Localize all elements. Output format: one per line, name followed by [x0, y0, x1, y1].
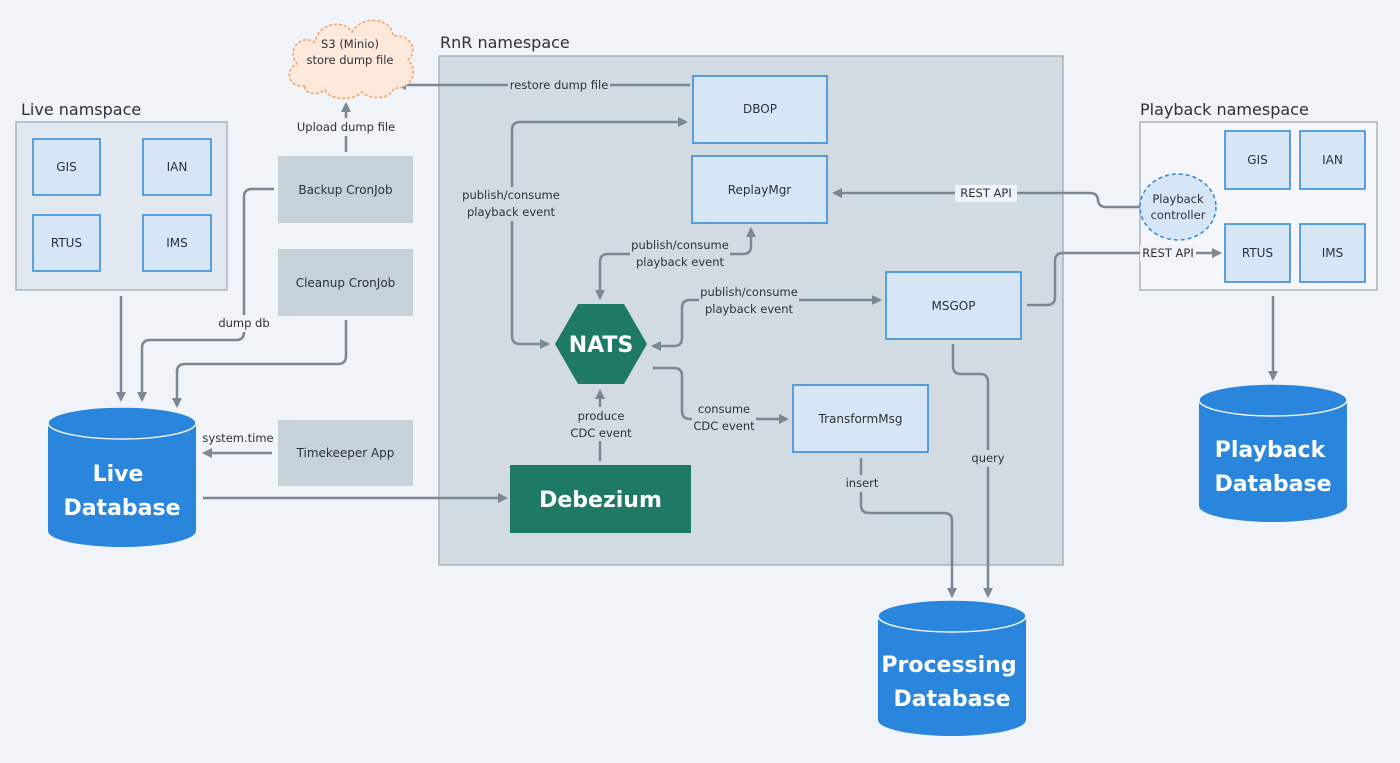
edge-msgop-to-processing-db	[951, 344, 993, 598]
label-upload-dump: Upload dump file	[297, 120, 395, 134]
transformmsg-box: TransformMsg	[792, 384, 929, 453]
live-database: Live Database	[47, 406, 197, 547]
s3-label-line2: store dump file	[306, 53, 393, 67]
svg-text:Backup CronJob: Backup CronJob	[298, 183, 392, 197]
svg-text:ReplayMgr: ReplayMgr	[728, 183, 792, 197]
edge-nats-msgop	[651, 295, 882, 351]
label-publish-consume-2b: playback event	[636, 255, 725, 269]
edge-cleanup-to-live-db	[172, 320, 348, 408]
edge-msgop-to-rtus	[1027, 248, 1222, 307]
processing-db-label-line1: Processing	[881, 653, 1016, 678]
svg-text:NATS: NATS	[569, 333, 634, 358]
label-restore-dump: restore dump file	[510, 78, 609, 92]
playback-controller-line2: controller	[1151, 208, 1206, 222]
svg-text:Timekeeper App: Timekeeper App	[296, 446, 395, 460]
label-consume-cdc-a: consume	[698, 402, 750, 416]
cloud-icon	[288, 19, 414, 100]
edge-controller-to-replaymgr	[832, 188, 1140, 209]
label-publish-consume-3a: publish/consume	[700, 285, 798, 299]
playback-database: Playback Database	[1198, 383, 1348, 522]
label-rest-api-2: REST API	[1142, 246, 1193, 260]
label-query: query	[971, 451, 1004, 465]
playback-controller: Playback controller	[1139, 173, 1217, 241]
label-insert: insert	[846, 476, 879, 490]
playback-ims-label: IMS	[1322, 246, 1344, 260]
s3-label-line1: S3 (Minio)	[321, 37, 379, 51]
label-produce-cdc-b: CDC event	[570, 426, 632, 440]
processing-db-label-line2: Database	[893, 687, 1010, 712]
label-publish-consume-3b: playback event	[705, 302, 794, 316]
edge-nats-transformmsg	[653, 366, 789, 424]
live-ims-label: IMS	[166, 236, 188, 250]
timekeeper-app: Timekeeper App	[278, 420, 413, 486]
playback-namespace-title: Playback namespace	[1140, 100, 1309, 119]
label-dump-db: dump db	[218, 316, 269, 330]
label-publish-consume-2a: publish/consume	[631, 238, 729, 252]
nats-hexagon: NATS	[555, 304, 647, 384]
playback-controller-line1: Playback	[1152, 192, 1204, 206]
label-rest-api-1: REST API	[960, 186, 1011, 200]
label-consume-cdc-b: CDC event	[693, 419, 755, 433]
svg-text:MSGOP: MSGOP	[932, 299, 976, 313]
svg-text:TransformMsg: TransformMsg	[818, 412, 903, 426]
live-gis-label: GIS	[56, 160, 76, 174]
playback-gis-label: GIS	[1247, 153, 1267, 167]
label-produce-cdc-a: produce	[578, 409, 625, 423]
processing-database: Processing Database	[877, 599, 1027, 736]
cleanup-cronjob: Cleanup CronJob	[278, 249, 413, 316]
rnr-namespace-title: RnR namespace	[440, 33, 570, 52]
label-system-time: system.time	[202, 431, 273, 445]
live-ian-label: IAN	[167, 160, 188, 174]
edge-transformmsg-to-processing-db	[859, 458, 957, 598]
backup-cronjob: Backup CronJob	[278, 156, 413, 223]
live-services: GIS IAN RTUS IMS	[32, 138, 212, 272]
playback-services: GIS IAN RTUS IMS	[1224, 130, 1366, 283]
replaymgr-box: ReplayMgr	[691, 155, 828, 224]
playback-rtus-label: RTUS	[1242, 246, 1273, 260]
debezium-box: Debezium	[510, 465, 691, 533]
svg-text:DBOP: DBOP	[743, 102, 777, 116]
playback-db-label-line2: Database	[1214, 472, 1331, 497]
label-publish-consume-1b: playback event	[467, 205, 556, 219]
edge-backup-to-live-db	[137, 187, 274, 402]
live-namespace-title: Live namspace	[21, 100, 141, 119]
svg-text:Cleanup CronJob: Cleanup CronJob	[296, 276, 396, 290]
live-db-label-line2: Database	[63, 496, 180, 521]
dbop-box: DBOP	[692, 75, 828, 144]
svg-text:Debezium: Debezium	[539, 488, 662, 513]
label-publish-consume-1a: publish/consume	[462, 188, 560, 202]
playback-db-label-line1: Playback	[1215, 438, 1327, 463]
edge-labels: Upload dump file restore dump file dump …	[202, 77, 1196, 492]
playback-ian-label: IAN	[1322, 153, 1343, 167]
edge-nats-dbop	[510, 117, 688, 349]
s3-cloud: S3 (Minio) store dump file	[288, 19, 414, 100]
live-rtus-label: RTUS	[51, 236, 82, 250]
msgop-box: MSGOP	[885, 271, 1022, 340]
live-db-label-line1: Live	[93, 462, 144, 487]
